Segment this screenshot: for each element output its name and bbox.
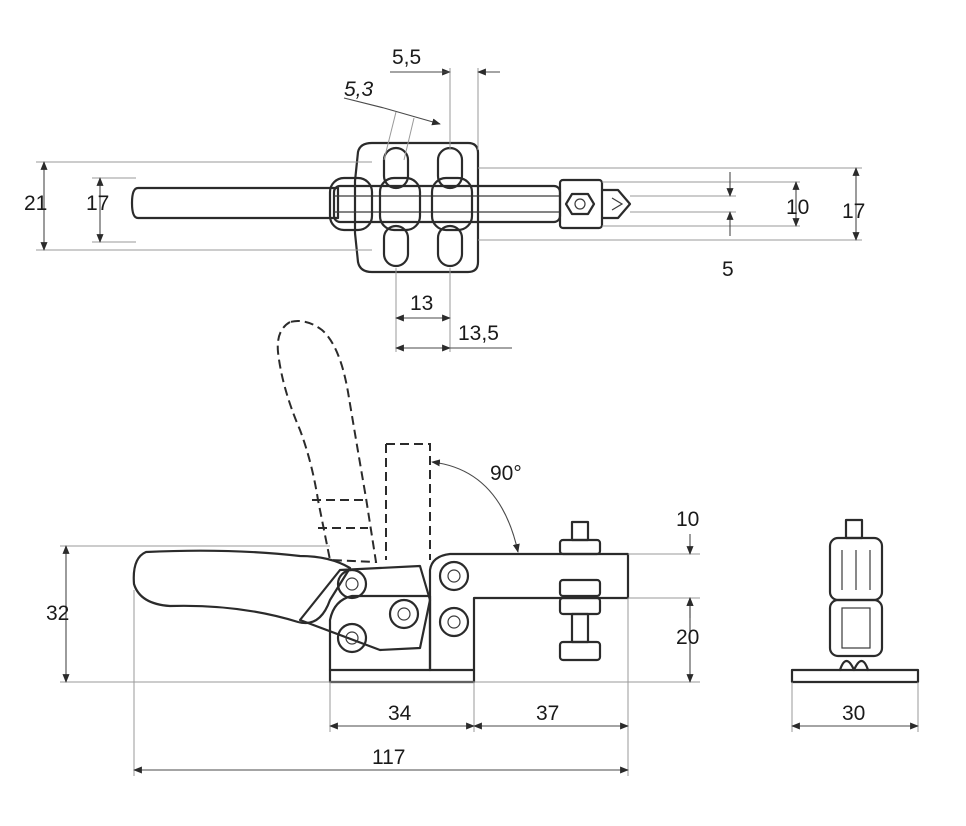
top-view-spindle-tip bbox=[600, 188, 632, 220]
hex-nut-icon bbox=[558, 538, 602, 556]
dim-top-height: 10 bbox=[676, 508, 699, 531]
mounting-slot-icon bbox=[382, 146, 410, 190]
dim-angle: 90° bbox=[490, 462, 522, 485]
rivet-icon bbox=[336, 622, 368, 654]
top-view-handle bbox=[130, 186, 340, 220]
dim-hole-spacing-1: 13 bbox=[410, 292, 433, 315]
hex-nut-icon bbox=[558, 578, 602, 598]
spindle-shaft bbox=[570, 612, 590, 644]
hex-nut-icon bbox=[558, 596, 602, 616]
end-view-spindle-top bbox=[844, 518, 864, 540]
spindle-foot bbox=[558, 640, 602, 662]
mounting-slot-icon bbox=[436, 146, 464, 190]
dim-slot-width: 5,5 bbox=[392, 46, 421, 69]
mounting-slot-icon bbox=[436, 224, 464, 268]
dim-clamp-height: 17 bbox=[842, 200, 865, 223]
mounting-slot-icon bbox=[382, 224, 410, 268]
end-view-base bbox=[790, 668, 920, 684]
side-view-body bbox=[428, 552, 630, 672]
side-view-base bbox=[328, 668, 476, 684]
dim-hole-spacing-2: 13,5 bbox=[458, 322, 499, 345]
dim-base-height: 21 bbox=[24, 192, 47, 215]
dim-base-length: 34 bbox=[388, 702, 412, 725]
dim-arm-length: 37 bbox=[536, 702, 559, 725]
end-view-lower-body bbox=[828, 598, 884, 658]
top-view: 21 17 10 17 5 5,5 5,3 13 13,5 bbox=[24, 46, 865, 352]
dim-slot-width-small: 5,3 bbox=[344, 78, 374, 101]
dim-lower-height: 20 bbox=[676, 626, 699, 649]
dim-base-width: 30 bbox=[842, 702, 865, 725]
top-view-pivot-right bbox=[430, 176, 474, 232]
rivet-icon bbox=[336, 568, 368, 600]
top-view-arm bbox=[332, 184, 562, 224]
top-view-pivot-left bbox=[328, 176, 374, 232]
dim-offset: 5 bbox=[722, 258, 734, 281]
dim-handle-height: 17 bbox=[86, 192, 109, 215]
dim-total-height: 32 bbox=[46, 602, 69, 625]
dim-total-length: 117 bbox=[372, 746, 405, 769]
hex-nut-icon bbox=[564, 192, 596, 216]
top-view-pivot-mid bbox=[378, 176, 422, 232]
rivet-icon bbox=[388, 598, 420, 630]
rivet-icon bbox=[438, 606, 470, 638]
side-view: 90° 32 10 20 34 37 117 bbox=[46, 320, 700, 776]
dim-bolt-height: 10 bbox=[786, 196, 809, 219]
spindle-top bbox=[570, 520, 590, 542]
top-view-nut-block bbox=[558, 178, 604, 230]
side-view-handle bbox=[132, 549, 352, 625]
side-view-handle-open-position bbox=[276, 320, 378, 564]
rivet-icon bbox=[438, 560, 470, 592]
top-view-base-plate bbox=[353, 141, 480, 274]
end-view: 30 bbox=[790, 518, 920, 732]
